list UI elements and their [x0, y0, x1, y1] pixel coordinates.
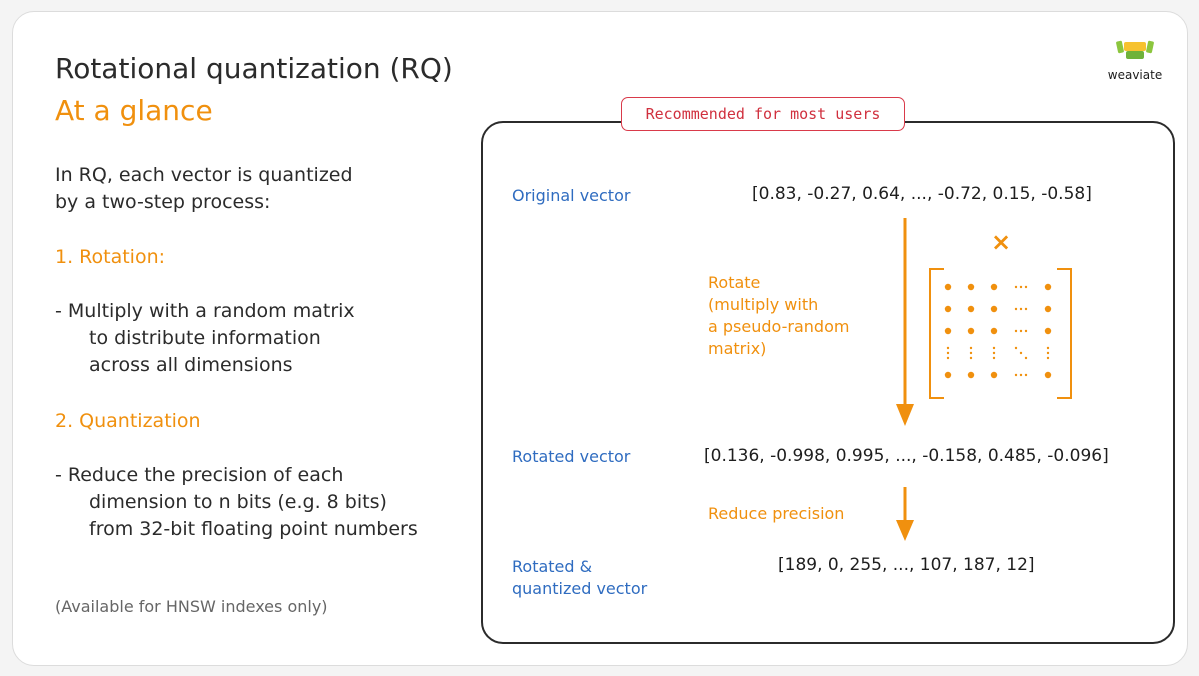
- quantized-label-line: quantized vector: [512, 579, 648, 598]
- rotate-line: matrix): [708, 339, 767, 358]
- weaviate-logo: weaviate: [1104, 38, 1166, 82]
- logo-text: weaviate: [1107, 68, 1163, 82]
- rotate-line: a pseudo-random: [708, 317, 850, 336]
- arrow-down-icon: [896, 487, 914, 541]
- step2-description: - Reduce the precision of each dimension…: [55, 462, 418, 543]
- step1-line: - Multiply with a random matrix: [55, 300, 355, 322]
- rotate-step-label: Rotate (multiply with a pseudo-random ma…: [708, 272, 849, 360]
- step2-line: - Reduce the precision of each: [55, 464, 344, 486]
- matrix-icon: [929, 268, 1072, 399]
- rotated-vector-value: [0.136, -0.998, 0.995, ..., -0.158, 0.48…: [704, 446, 1109, 466]
- step2-line: dimension to n bits (e.g. 8 bits): [89, 491, 387, 513]
- intro-text: In RQ, each vector is quantized by a two…: [55, 162, 353, 216]
- intro-line: by a two-step process:: [55, 191, 271, 213]
- rotated-vector-label: Rotated vector: [512, 447, 631, 466]
- arrow-down-icon: [896, 218, 914, 426]
- weaviate-logo-icon: [1116, 40, 1154, 59]
- step2-heading: 2. Quantization: [55, 410, 201, 432]
- step1-line: across all dimensions: [89, 354, 293, 376]
- step1-heading: 1. Rotation:: [55, 246, 166, 268]
- intro-line: In RQ, each vector is quantized: [55, 164, 353, 186]
- process-panel: [481, 121, 1175, 644]
- availability-note: (Available for HNSW indexes only): [55, 597, 328, 616]
- step1-description: - Multiply with a random matrix to distr…: [55, 298, 355, 379]
- quantized-vector-label: Rotated & quantized vector: [512, 556, 647, 600]
- quantized-vector-value: [189, 0, 255, ..., 107, 187, 12]: [778, 555, 1035, 575]
- reduce-precision-label: Reduce precision: [708, 504, 845, 523]
- times-symbol: ×: [991, 228, 1012, 256]
- recommended-badge: Recommended for most users: [621, 97, 905, 131]
- page-title: Rotational quantization (RQ): [55, 52, 453, 85]
- original-vector-value: [0.83, -0.27, 0.64, ..., -0.72, 0.15, -0…: [752, 184, 1092, 204]
- rotate-line: (multiply with: [708, 295, 819, 314]
- original-vector-label: Original vector: [512, 186, 631, 205]
- step1-line: to distribute information: [89, 327, 321, 349]
- step2-line: from 32-bit floating point numbers: [89, 518, 418, 540]
- page-subtitle: At a glance: [55, 94, 213, 127]
- rotate-line: Rotate: [708, 273, 761, 292]
- quantized-label-line: Rotated &: [512, 557, 593, 576]
